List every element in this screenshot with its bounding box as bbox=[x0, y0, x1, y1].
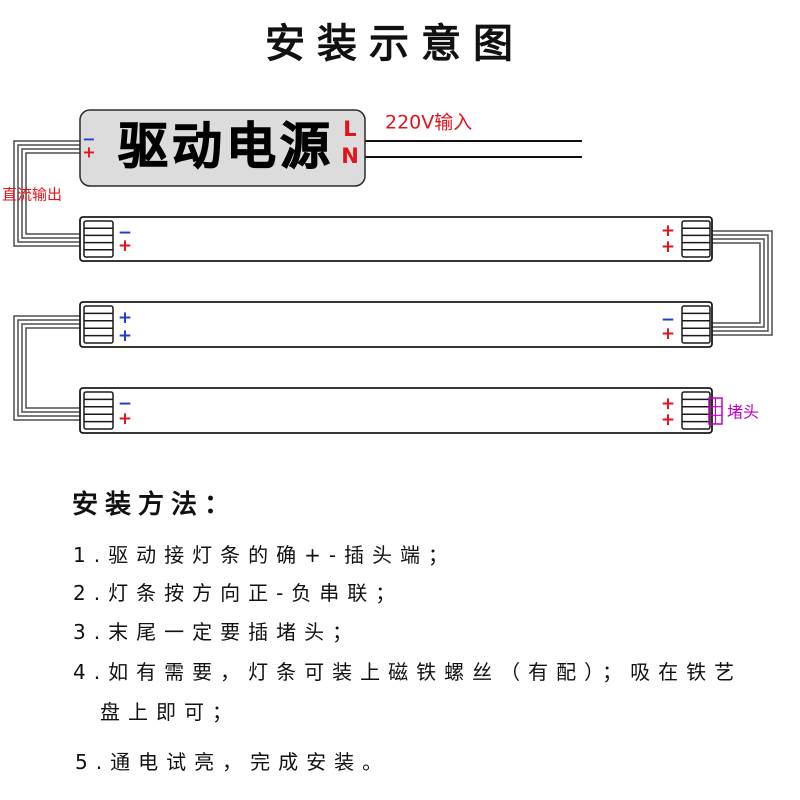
strip-1-right-bottom-sign: + bbox=[661, 237, 675, 257]
strip-3-left-top-sign: − bbox=[118, 394, 132, 414]
strip-1-right-connector bbox=[681, 220, 711, 258]
driver-plus-sign: + bbox=[82, 143, 95, 162]
driver-n-terminal: N bbox=[341, 144, 359, 168]
strip-2-left-bottom-sign: + bbox=[118, 326, 132, 346]
end-cap-label: 堵头 bbox=[727, 403, 759, 422]
led-strip-2: + + − + bbox=[79, 301, 713, 348]
strip-1-left-bottom-sign: + bbox=[118, 236, 132, 256]
series-wire-right bbox=[708, 230, 773, 336]
strip-2-left-top-sign: + bbox=[118, 308, 132, 328]
method-step-5: 5.通电试亮，完成安装。 bbox=[75, 750, 391, 774]
strip-3-body bbox=[79, 387, 713, 434]
strip-1-body bbox=[79, 216, 713, 262]
strip-2-right-connector bbox=[681, 305, 711, 344]
strip-3-right-bottom-sign: + bbox=[661, 410, 675, 430]
method-step-2: 2.灯条按方向正-负串联； bbox=[73, 581, 404, 605]
strip-2-right-top-sign: − bbox=[661, 310, 675, 330]
strip-2-right-bottom-sign: + bbox=[661, 324, 675, 344]
ac-input-wires bbox=[365, 140, 582, 158]
method-step-1: 1.驱动接灯条的确+-插头端； bbox=[73, 543, 457, 567]
driver-box bbox=[79, 109, 366, 187]
led-strip-3: − + + + bbox=[79, 387, 713, 434]
strip-3-right-top-sign: + bbox=[661, 394, 675, 414]
ac-input-label: 220V输入 bbox=[385, 112, 472, 134]
dc-output-wire bbox=[13, 140, 84, 247]
driver-label: 驱动电源 bbox=[118, 118, 334, 176]
method-step-4: 4.如有需要，灯条可装上磁铁螺丝（有配）；吸在铁艺 bbox=[73, 660, 743, 684]
strip-2-left-connector bbox=[83, 305, 114, 344]
driver-minus-sign: − bbox=[82, 130, 95, 149]
strip-2-body bbox=[79, 301, 713, 348]
strip-1-right-top-sign: + bbox=[661, 221, 675, 241]
strip-3-left-connector bbox=[83, 391, 114, 430]
series-wire-left bbox=[13, 315, 84, 421]
method-step-3: 3.末尾一定要插堵头； bbox=[73, 620, 361, 644]
strip-1-left-connector bbox=[83, 220, 114, 258]
strip-3-left-bottom-sign: + bbox=[118, 409, 132, 429]
dc-output-label: 直流输出 bbox=[2, 186, 62, 204]
strip-1-left-top-sign: − bbox=[118, 223, 132, 243]
diagram-title: 安装示意图 bbox=[265, 21, 525, 67]
method-step-4-continued: 盘上即可； bbox=[100, 700, 240, 724]
method-heading: 安装方法： bbox=[72, 490, 238, 520]
end-cap bbox=[708, 397, 723, 425]
installation-diagram: 安装示意图 220V输入 直流输出 驱动电源 − + L N bbox=[2, 21, 773, 434]
driver-l-terminal: L bbox=[343, 117, 356, 141]
strip-3-right-connector bbox=[681, 391, 711, 430]
driver-power-supply: 驱动电源 − + L N bbox=[79, 109, 366, 187]
led-strip-1: − + + + bbox=[79, 216, 713, 262]
